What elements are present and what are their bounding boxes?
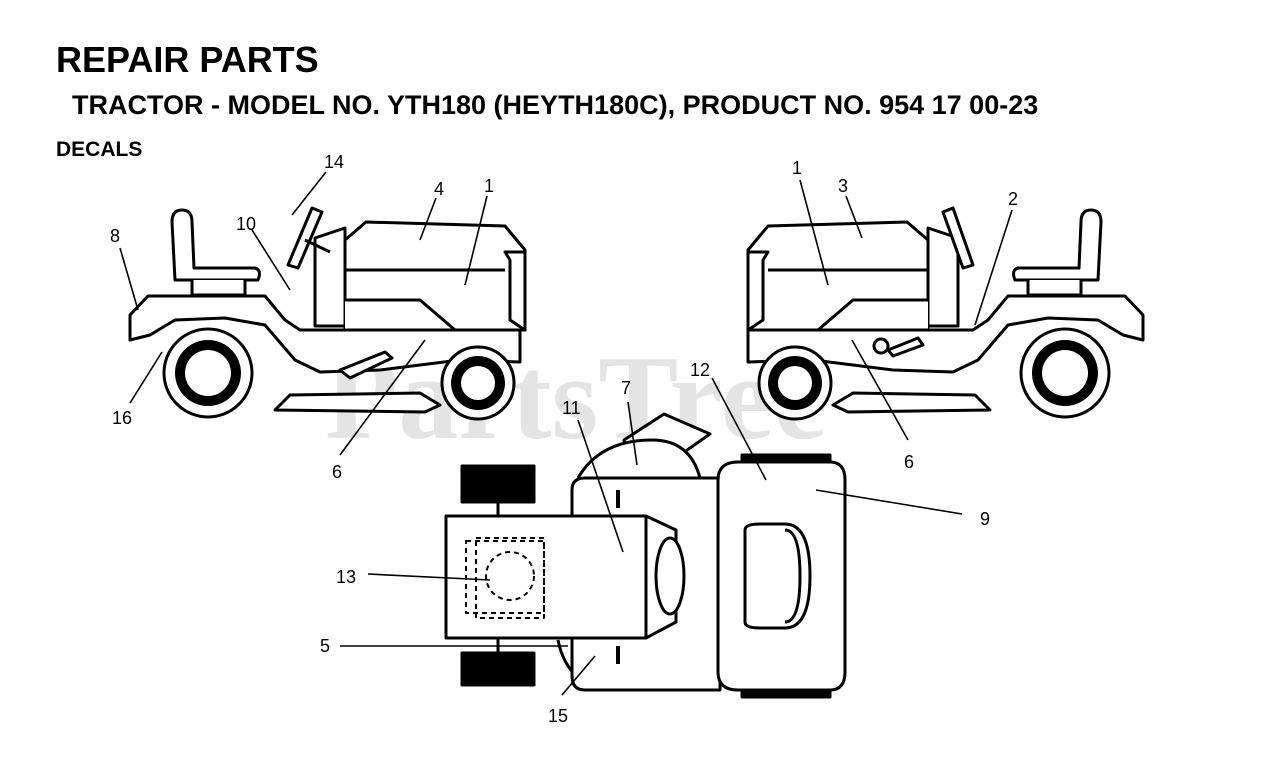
mower-deck-top bbox=[576, 438, 702, 479]
left-view-leaders bbox=[119, 171, 488, 456]
seat-base bbox=[190, 280, 247, 297]
callout-12: 12 bbox=[690, 360, 710, 380]
left-view-callouts: 14 10 8 4 1 16 6 bbox=[110, 152, 494, 482]
steering-wheel-top bbox=[654, 536, 686, 616]
rear-fender-body bbox=[128, 294, 522, 374]
side-panel-decal bbox=[345, 298, 457, 332]
rear-fender-body-right bbox=[746, 294, 1145, 374]
callout-5: 5 bbox=[320, 636, 330, 656]
mower-deck-right bbox=[831, 391, 992, 414]
seat bbox=[170, 208, 261, 282]
callout-15: 15 bbox=[548, 706, 568, 726]
rear-tire-bottom bbox=[460, 651, 536, 687]
callout-4: 4 bbox=[434, 179, 444, 199]
fuel-cap-outline bbox=[485, 551, 535, 601]
dash-column-right bbox=[926, 226, 960, 328]
callout-9: 9 bbox=[980, 509, 990, 529]
lift-lever-knob bbox=[872, 337, 890, 355]
steering-wheel-right bbox=[941, 206, 975, 270]
rear-deck-panel bbox=[444, 514, 648, 640]
callout-7: 7 bbox=[621, 378, 631, 398]
callout-6-left: 6 bbox=[332, 462, 342, 482]
callout-10: 10 bbox=[236, 214, 256, 234]
steering-wheel bbox=[286, 206, 324, 270]
model-subtitle: TRACTOR - MODEL NO. YTH180 (HEYTH180C), … bbox=[72, 90, 1039, 120]
callout-2: 2 bbox=[1008, 189, 1018, 209]
fuel-decal-area bbox=[465, 540, 545, 614]
tractor-right-side-view bbox=[746, 206, 1145, 421]
top-view-leaders bbox=[340, 377, 963, 696]
grille-top bbox=[743, 522, 812, 630]
callout-1-left: 1 bbox=[484, 176, 494, 196]
foot-pedal bbox=[338, 350, 394, 380]
callout-14: 14 bbox=[324, 152, 344, 172]
tractor-top-view bbox=[444, 412, 847, 699]
tractor-left-side-view bbox=[128, 206, 527, 421]
lift-lever bbox=[886, 336, 925, 358]
dash-column bbox=[313, 226, 347, 328]
top-view-callouts: 7 11 12 9 13 5 15 bbox=[320, 360, 990, 726]
right-view-callouts: 1 3 2 6 bbox=[792, 158, 1018, 472]
steering-shaft bbox=[304, 238, 331, 254]
grille bbox=[503, 250, 527, 332]
grille-right bbox=[746, 250, 770, 332]
right-view-leaders bbox=[799, 179, 1013, 441]
mower-deck bbox=[273, 391, 442, 414]
page-title: REPAIR PARTS bbox=[56, 39, 319, 80]
callout-6-right: 6 bbox=[904, 452, 914, 472]
callout-1-right: 1 bbox=[792, 158, 802, 178]
callout-13: 13 bbox=[336, 567, 356, 587]
rear-tire-top bbox=[460, 464, 536, 504]
callout-11: 11 bbox=[562, 398, 581, 418]
callout-3: 3 bbox=[838, 176, 848, 196]
seat-right bbox=[1012, 208, 1103, 282]
callout-8: 8 bbox=[110, 226, 120, 246]
callout-16: 16 bbox=[112, 408, 132, 428]
section-heading: DECALS bbox=[56, 138, 143, 161]
